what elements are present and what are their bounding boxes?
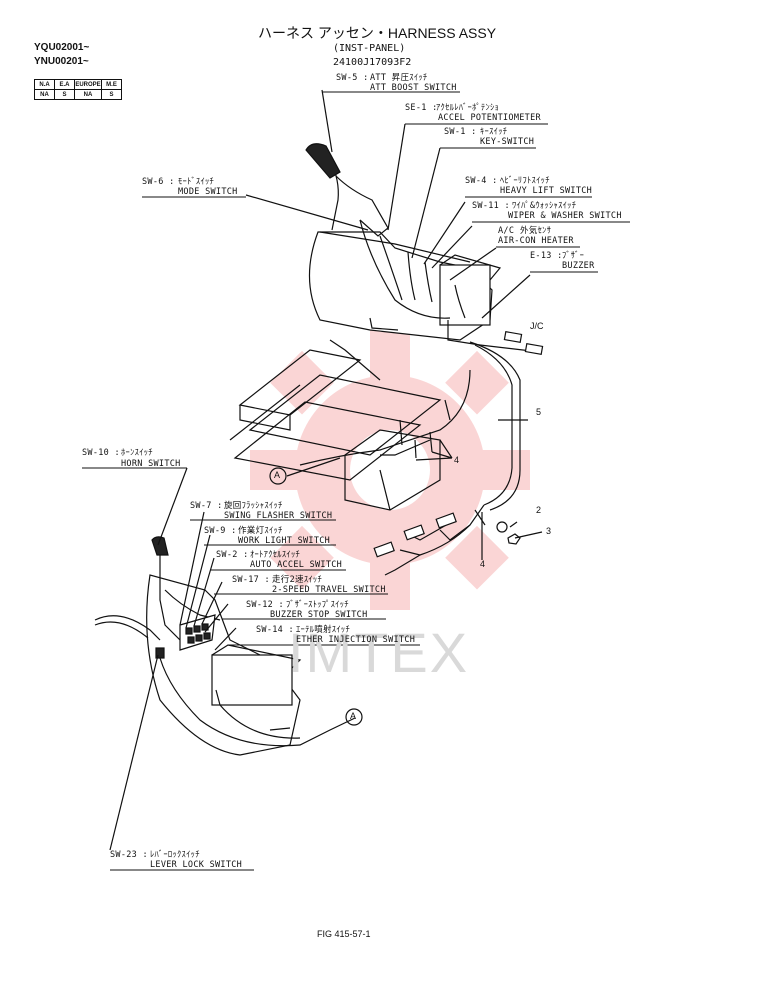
label-underlines: [82, 91, 630, 871]
region-value: NA: [74, 89, 102, 100]
region-header: E.A: [54, 79, 75, 90]
label-code: A/C: [498, 226, 515, 236]
figure-number: FIG 415-57-1: [317, 929, 371, 939]
label-jp: 走行2速ｽｲｯﾁ: [272, 575, 323, 585]
label-en: ATT BOOST SWITCH: [370, 83, 457, 93]
label-en: HEAVY LIFT SWITCH: [500, 186, 593, 196]
label-code: SW-5 :: [336, 73, 369, 83]
label-code: SW-23 :: [110, 850, 148, 860]
reference-a-lower: A: [350, 711, 357, 721]
label-jp: ｷｰｽｲｯﾁ: [480, 127, 508, 137]
label-jp: 外気ｾﾝｻ: [520, 226, 552, 236]
diagram-title: ハーネス アッセン・HARNESS ASSY: [258, 25, 497, 41]
label-en: AUTO ACCEL SWITCH: [250, 560, 343, 570]
label-code: SE-1 :: [405, 103, 438, 113]
label-en: BUZZER: [562, 261, 595, 271]
label-jp: 作業灯ｽｲｯﾁ: [238, 526, 283, 536]
label-code: SW-7 :: [190, 501, 223, 511]
callout-4b: 4: [480, 559, 486, 569]
label-en: AIR-CON HEATER: [498, 236, 574, 246]
label-jp: ﾜｲﾊﾟ&ｳｫｯｼｬｽｲｯﾁ: [512, 201, 577, 211]
label-jp: ﾚﾊﾞｰﾛｯｸｽｲｯﾁ: [150, 850, 200, 860]
label-jp: ﾓｰﾄﾞｽｲｯﾁ: [178, 177, 215, 187]
label-en: SWING FLASHER SWITCH: [224, 511, 333, 521]
label-code: E-13 :: [530, 251, 563, 261]
label-en: MODE SWITCH: [178, 187, 238, 197]
label-code: SW-17 :: [232, 575, 270, 585]
label-en: ACCEL POTENTIOMETER: [438, 113, 541, 123]
label-jp: ｵｰﾄｱｸｾﾙｽｲｯﾁ: [250, 550, 301, 560]
label-jp: ATT 昇圧ｽｲｯﾁ: [370, 73, 428, 83]
label-jp: ｴｰﾃﾙ噴射ｽｲｯﾁ: [296, 625, 351, 635]
region-header: N.A: [34, 79, 55, 90]
label-code: SW-6 :: [142, 177, 175, 187]
label-code: SW-12 :: [246, 600, 284, 610]
region-value: S: [101, 89, 122, 100]
label-jp: ﾎｰﾝｽｲｯﾁ: [121, 448, 153, 458]
callout-3: 3: [546, 526, 552, 536]
label-code: SW-14 :: [256, 625, 294, 635]
label-en: WIPER & WASHER SWITCH: [508, 211, 622, 221]
region-header: M.E: [101, 79, 122, 90]
label-en: LEVER LOCK SWITCH: [150, 860, 243, 870]
label-code: SW-11 :: [472, 201, 510, 211]
label-en: ETHER INJECTION SWITCH: [296, 635, 416, 645]
serial-range-2: YNU00201~: [34, 56, 89, 67]
region-table: N.A E.A EUROPE M.E NA S NA S: [34, 79, 122, 100]
label-code: SW-2 :: [216, 550, 249, 560]
label-code: SW-10 :: [82, 448, 120, 458]
region-header: EUROPE: [74, 79, 102, 90]
label-en: KEY-SWITCH: [480, 137, 535, 147]
label-jp: ﾌﾞｻﾞｰ: [562, 251, 585, 261]
watermark-text: IMTEX: [288, 621, 470, 684]
label-en: WORK LIGHT SWITCH: [238, 536, 331, 546]
label-jp: 旋回ﾌﾗｯｼｬｽｲｯﾁ: [224, 501, 283, 511]
serial-range-1: YQU02001~: [34, 42, 90, 53]
label-code: SW-9 :: [204, 526, 237, 536]
label-jp: ｱｸｾﾙﾚﾊﾞｰﾎﾟﾃﾝｼｮ: [436, 103, 500, 113]
label-en: BUZZER STOP SWITCH: [270, 610, 368, 620]
callout-4a: 4: [454, 455, 460, 465]
region-value: S: [54, 89, 75, 100]
diagram-subtitle: (INST-PANEL): [333, 43, 406, 54]
jc-callout: J/C: [530, 321, 544, 331]
label-en: HORN SWITCH: [121, 459, 181, 469]
label-jp: ﾌﾞｻﾞｰｽﾄｯﾌﾟｽｲｯﾁ: [286, 600, 349, 610]
label-jp: ﾍﾋﾞｰﾘﾌﾄｽｲｯﾁ: [500, 176, 550, 186]
label-en: 2-SPEED TRAVEL SWITCH: [272, 585, 386, 595]
label-code: SW-4 :: [465, 176, 498, 186]
callout-2: 2: [536, 505, 542, 515]
part-number: 24100J17093F2: [333, 57, 412, 68]
region-value: NA: [34, 89, 55, 100]
callout-5: 5: [536, 407, 542, 417]
reference-a-upper: A: [274, 470, 281, 480]
label-code: SW-1 :: [444, 127, 477, 137]
